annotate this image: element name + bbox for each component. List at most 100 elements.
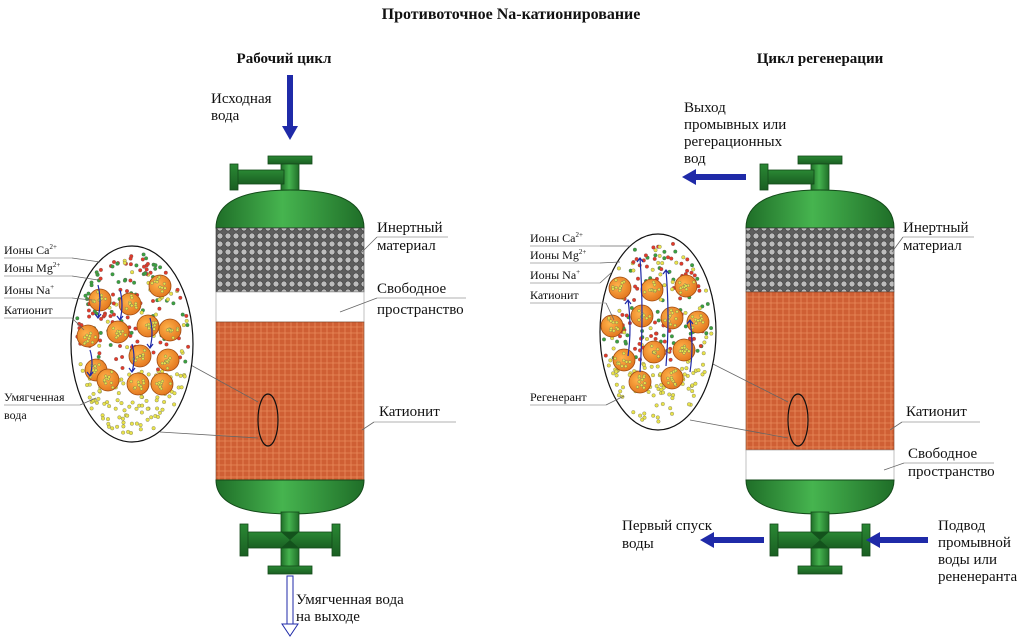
outlet-label-line2: на выходе: [296, 609, 360, 625]
ion: [127, 404, 132, 409]
ion: [662, 256, 667, 261]
ion: [651, 245, 656, 250]
bead-ion: [111, 385, 115, 390]
bead-ion: [696, 319, 700, 323]
bead-ion: [85, 333, 89, 337]
bead-ion: [643, 381, 647, 385]
ion: [145, 417, 150, 422]
cationite-label: Катионит: [379, 404, 440, 420]
ion: [98, 276, 103, 281]
bead-ion: [93, 335, 97, 339]
bead-ion: [640, 378, 644, 382]
ion: [642, 411, 647, 416]
ion: [153, 263, 158, 268]
bead-ion: [138, 354, 142, 358]
bead-ion: [152, 327, 156, 331]
inlet-label-line1: Исходная: [211, 91, 272, 107]
ion: [693, 381, 698, 386]
regen-inlet-line1: Подвод: [938, 518, 986, 534]
bead-ion: [682, 346, 687, 350]
ion: [128, 256, 133, 261]
bead-ion: [628, 360, 632, 364]
bead-ion: [163, 286, 167, 290]
zoom-mg-label: Ионы Mg2+: [4, 261, 60, 275]
ion: [649, 364, 654, 369]
ion: [115, 261, 120, 266]
ion: [133, 326, 138, 331]
ion: [662, 249, 667, 254]
bead-ion: [614, 278, 618, 282]
ion: [701, 351, 706, 356]
ion: [635, 286, 640, 291]
ion: [171, 301, 176, 306]
ion: [695, 348, 700, 353]
ion: [87, 395, 92, 400]
ion: [620, 312, 625, 317]
ion: [157, 306, 162, 311]
regen-free-space-layer: [745, 449, 895, 481]
ion: [662, 339, 667, 344]
ion: [77, 321, 82, 326]
ion: [653, 253, 658, 258]
ion: [94, 400, 99, 405]
ion: [178, 295, 183, 300]
bottom-nozzle: [239, 511, 341, 575]
regen-zoom-cationite-label: Катионит: [530, 288, 579, 302]
bead-ion: [155, 280, 159, 284]
regen-zoom-ca-label: Ионы Ca2+: [530, 231, 583, 245]
regen-zoom-view: [599, 233, 717, 431]
ion: [102, 313, 107, 318]
bead-ion: [618, 286, 622, 290]
ion: [657, 244, 662, 249]
ion: [670, 411, 674, 416]
regen-inlet-arrow: [866, 532, 928, 548]
bead-ion: [156, 277, 160, 281]
ion: [616, 266, 621, 271]
bead-ion: [147, 322, 151, 326]
ion: [671, 241, 675, 246]
flow-arrow: [686, 319, 694, 373]
ion: [697, 288, 702, 293]
bead-ion: [613, 356, 617, 361]
ion: [162, 400, 167, 404]
ion: [153, 266, 158, 271]
ion: [140, 403, 145, 408]
ion: [144, 256, 149, 261]
ion: [178, 373, 183, 378]
regen-inlet-line4: рененеранта: [938, 569, 1017, 585]
regen-top-nozzle: [759, 155, 843, 195]
bead-ion: [643, 290, 647, 294]
bead-ion: [168, 356, 172, 360]
ion: [614, 373, 619, 378]
ion: [661, 333, 666, 338]
bead-ion: [637, 318, 641, 322]
ion: [98, 267, 103, 272]
ion: [632, 247, 637, 252]
ion: [85, 383, 90, 387]
bead-ion: [687, 349, 691, 353]
ion: [611, 346, 616, 351]
ion: [169, 291, 174, 296]
bead-ion: [668, 322, 673, 326]
ion: [95, 272, 100, 277]
ion: [98, 330, 103, 335]
ion: [691, 393, 696, 398]
ion: [661, 390, 665, 395]
working-cycle: Рабочий цикл Исходная вода: [4, 51, 466, 637]
ion: [151, 426, 156, 431]
bead-ion: [642, 375, 646, 379]
regen-cycle-heading: Цикл регенерации: [757, 51, 884, 67]
regen-cationite-label: Катионит: [906, 404, 967, 420]
ion: [622, 330, 627, 335]
free-space-label-line1: Свободное: [377, 281, 447, 297]
ion: [134, 263, 139, 268]
bead-ion: [165, 366, 170, 370]
ion: [126, 429, 131, 434]
ion: [146, 372, 151, 377]
bead-ion: [690, 315, 694, 319]
ion: [636, 276, 640, 281]
ion: [102, 401, 107, 406]
bead-ion: [92, 300, 97, 304]
ion: [107, 424, 111, 429]
bead-ion: [125, 307, 129, 311]
